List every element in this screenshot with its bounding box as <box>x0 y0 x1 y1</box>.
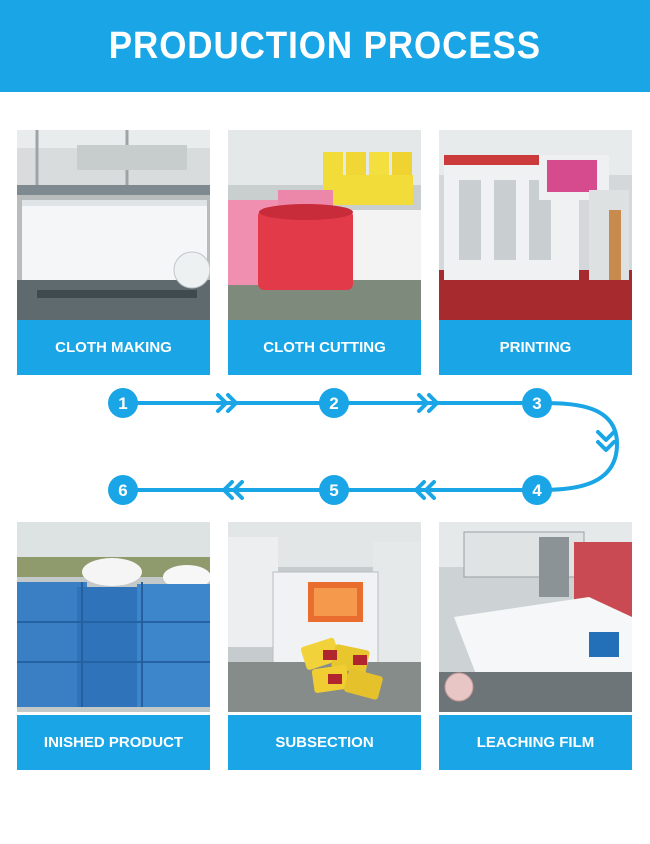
arrow-down-icon <box>596 430 616 442</box>
finished-product-photo <box>17 522 210 712</box>
step-number: 4 <box>532 481 542 500</box>
arrow-left-icon <box>222 480 234 500</box>
step-number: 6 <box>118 481 127 500</box>
subsection-photo <box>228 522 421 712</box>
step-number: 3 <box>532 394 541 413</box>
step-node-1: 1 <box>108 388 138 418</box>
flow-line <box>123 401 620 492</box>
step-label: SUBSECTION <box>228 715 421 770</box>
step-node-5: 5 <box>319 475 349 505</box>
cloth-cutting-photo <box>228 130 421 320</box>
step-label: LEACHING FILM <box>439 715 632 770</box>
step-node-2: 2 <box>319 388 349 418</box>
arrow-right-icon <box>226 393 238 413</box>
printing-photo <box>439 130 632 320</box>
step-number: 2 <box>329 394 338 413</box>
leaching-film-photo <box>439 522 632 712</box>
arrow-left-icon <box>414 480 426 500</box>
step-label: CLOTH MAKING <box>17 320 210 375</box>
page-title: PRODUCTION PROCESS <box>108 24 542 67</box>
step-number: 1 <box>118 394 127 413</box>
step-node-6: 6 <box>108 475 138 505</box>
process-flow-diagram: 1 2 3 4 5 6 <box>108 388 620 505</box>
step-number: 5 <box>329 481 338 500</box>
header-banner: PRODUCTION PROCESS <box>0 0 650 92</box>
arrow-left-icon <box>424 480 436 500</box>
step-node-3: 3 <box>522 388 552 418</box>
step-label: PRINTING <box>439 320 632 375</box>
arrow-down-icon <box>596 440 616 452</box>
step-node-4: 4 <box>522 475 552 505</box>
step-label: INISHED PRODUCT <box>17 715 210 770</box>
arrow-right-icon <box>427 393 439 413</box>
arrow-left-icon <box>232 480 244 500</box>
step-label: CLOTH CUTTING <box>228 320 421 375</box>
arrow-right-icon <box>417 393 429 413</box>
cloth-making-photo <box>17 130 210 320</box>
arrow-right-icon <box>216 393 228 413</box>
